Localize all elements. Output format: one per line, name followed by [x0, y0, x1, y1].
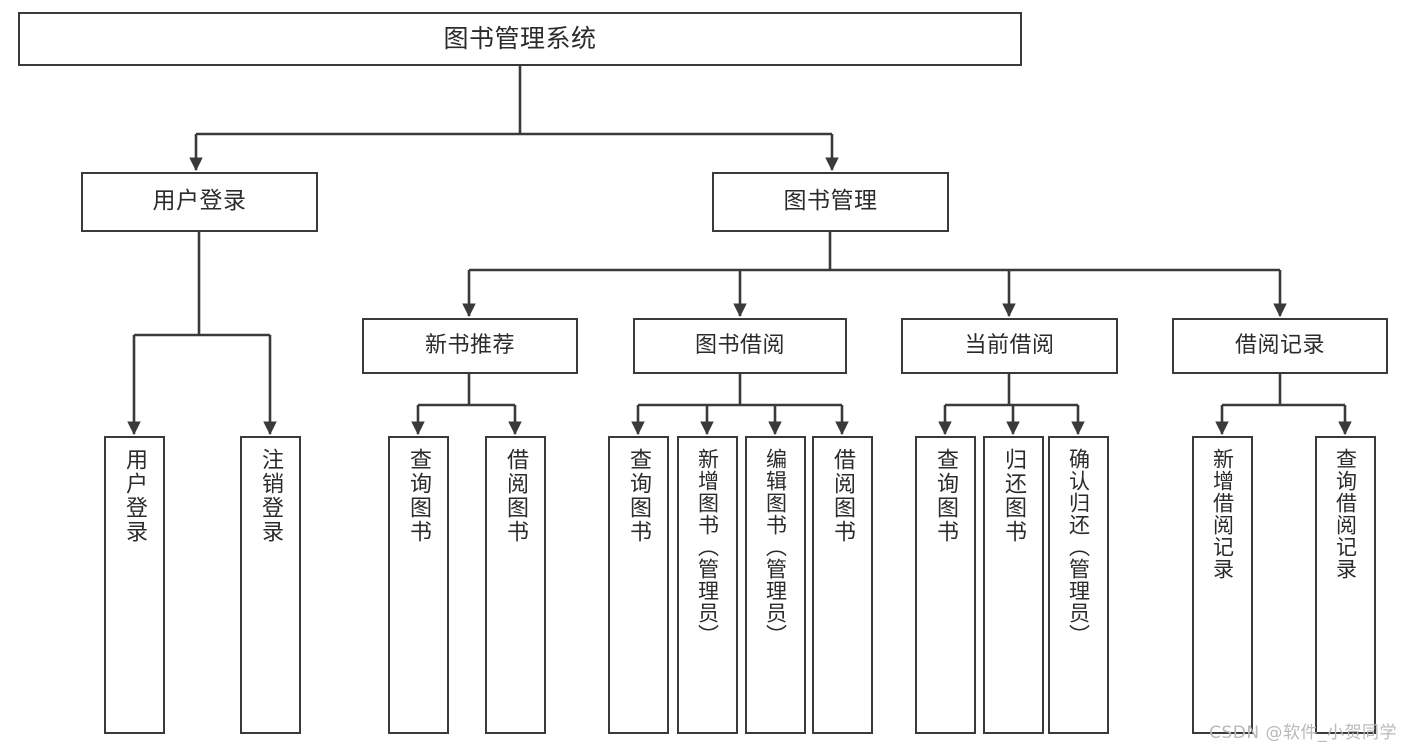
node-label: 归还图书	[1001, 448, 1027, 544]
csdn-watermark: CSDN @软件_小贺同学	[1209, 723, 1397, 743]
leaf-borrow-edit-book-admin[interactable]: 编辑图书（管理员）	[745, 436, 806, 734]
node-label: 新增图书（管理员）	[695, 448, 720, 646]
node-book-management[interactable]: 图书管理	[712, 172, 949, 232]
node-label: 查询图书	[933, 448, 959, 544]
node-label: 查询借阅记录	[1333, 448, 1358, 580]
node-label: 编辑图书（管理员）	[763, 448, 788, 646]
leaf-records-add-record[interactable]: 新增借阅记录	[1192, 436, 1253, 734]
node-label: 当前借阅	[964, 333, 1055, 359]
node-label: 用户登录	[152, 188, 247, 215]
leaf-borrow-add-book-admin[interactable]: 新增图书（管理员）	[677, 436, 738, 734]
node-label: 注销登录	[258, 448, 284, 544]
leaf-current-confirm-return-admin[interactable]: 确认归还（管理员）	[1048, 436, 1109, 734]
node-label: 图书管理	[783, 188, 878, 215]
leaf-current-query-book[interactable]: 查询图书	[915, 436, 976, 734]
node-label: 图书借阅	[694, 333, 785, 359]
leaf-user-login-signout[interactable]: 注销登录	[240, 436, 301, 734]
node-current-borrow[interactable]: 当前借阅	[901, 318, 1118, 374]
leaf-current-return-book[interactable]: 归还图书	[983, 436, 1044, 734]
node-label: 借阅图书	[503, 448, 529, 544]
node-label: 图书管理系统	[443, 24, 597, 54]
leaf-records-query-record[interactable]: 查询借阅记录	[1315, 436, 1376, 734]
leaf-user-login-signin[interactable]: 用户登录	[104, 436, 165, 734]
leaf-new-book-borrow[interactable]: 借阅图书	[485, 436, 546, 734]
node-label: 借阅图书	[830, 448, 856, 544]
node-label: 新增借阅记录	[1210, 448, 1235, 580]
leaf-borrow-borrow-book[interactable]: 借阅图书	[812, 436, 873, 734]
node-label: 查询图书	[626, 448, 652, 544]
leaf-borrow-query-book[interactable]: 查询图书	[608, 436, 669, 734]
node-borrow-records[interactable]: 借阅记录	[1172, 318, 1388, 374]
leaf-new-book-query[interactable]: 查询图书	[388, 436, 449, 734]
node-label: 查询图书	[406, 448, 432, 544]
node-book-borrow[interactable]: 图书借阅	[633, 318, 847, 374]
node-label: 新书推荐	[424, 333, 515, 359]
node-user-login[interactable]: 用户登录	[81, 172, 318, 232]
node-label: 用户登录	[122, 448, 148, 544]
node-root-system[interactable]: 图书管理系统	[18, 12, 1022, 66]
node-label: 借阅记录	[1234, 333, 1325, 359]
node-new-book-recommend[interactable]: 新书推荐	[362, 318, 578, 374]
node-label: 确认归还（管理员）	[1066, 448, 1091, 646]
